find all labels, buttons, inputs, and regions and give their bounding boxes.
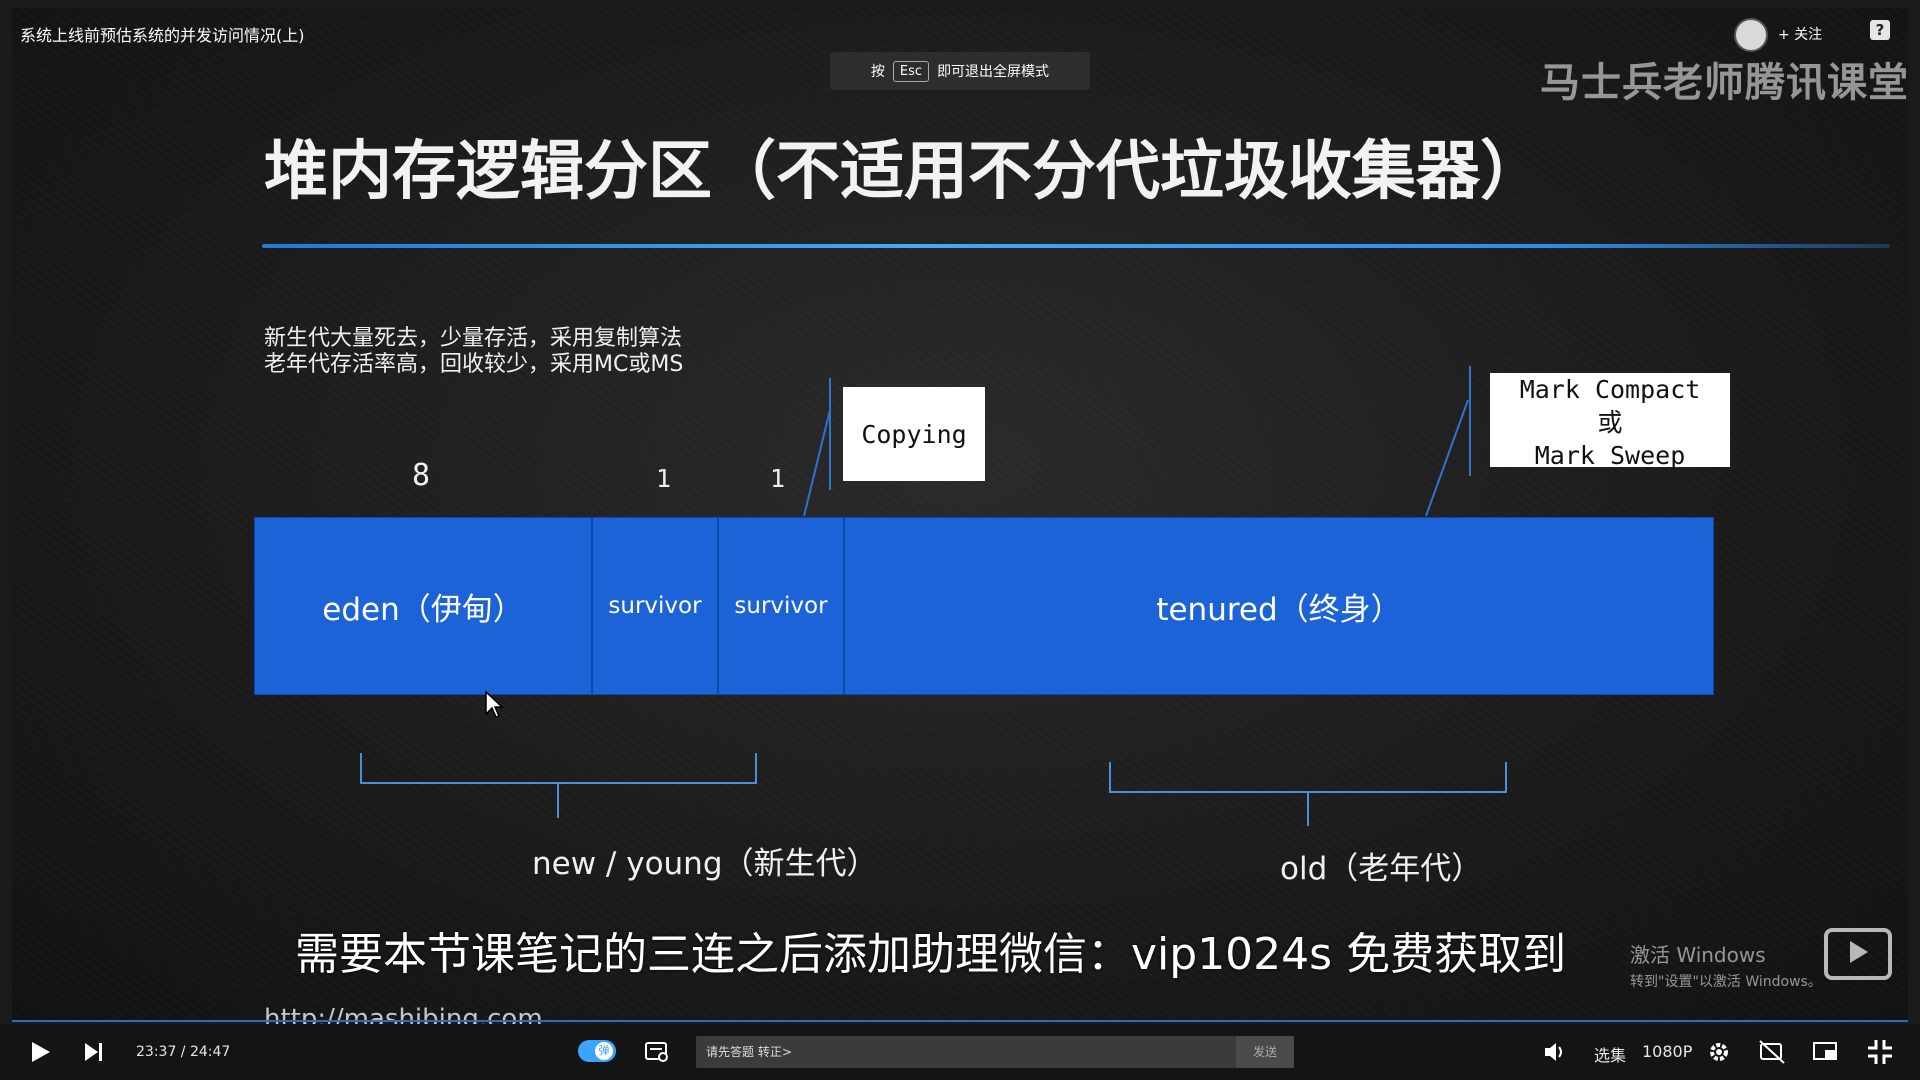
eden-label: eden（伊甸）	[322, 591, 524, 628]
title-underline	[262, 244, 1890, 248]
eden-region: eden（伊甸）	[254, 517, 592, 695]
episodes-button[interactable]: 选集	[1594, 1046, 1627, 1065]
note-old: 老年代存活率高，回收较少，采用MC或MS	[264, 352, 684, 377]
windows-activation-notice: 激活 Windows 转到"设置"以激活 Windows。	[1630, 943, 1822, 994]
mark-callout: Mark Compact 或 Mark Sweep	[1490, 373, 1730, 470]
subtitle-caption: 需要本节课笔记的三连之后添加助理微信：vip1024s 免费获取到	[295, 929, 1567, 980]
note-young: 新生代大量死去，少量存活，采用复制算法	[264, 326, 683, 351]
quality-button[interactable]: 1080P	[1642, 1042, 1693, 1061]
young-generation-label: new / young（新生代）	[532, 846, 878, 882]
avatar[interactable]	[1734, 18, 1768, 52]
settings-gear-icon[interactable]	[1706, 1039, 1732, 1065]
mark-compact-label: Mark Compact	[1519, 375, 1701, 404]
mark-sweep-label: Mark Sweep	[1534, 441, 1686, 470]
survivor-label-2: survivor	[734, 593, 828, 619]
next-icon[interactable]	[82, 1040, 106, 1064]
survivor-region-2: survivor	[718, 517, 844, 695]
esc-tip-prefix: 按	[870, 64, 885, 80]
volume-icon[interactable]	[1542, 1040, 1568, 1064]
young-brace	[360, 753, 757, 818]
player-controls: 23:37 / 24:47 请先答题 转正> 发送 选集 1080P	[0, 1024, 1920, 1080]
danmaku-input[interactable]: 请先答题 转正>	[696, 1036, 1236, 1068]
progress-bar[interactable]	[12, 1020, 1908, 1022]
survivor-region-1: survivor	[592, 517, 718, 695]
mouse-cursor-icon	[485, 690, 504, 718]
fullscreen-exit-icon[interactable]	[1866, 1038, 1894, 1066]
tv-logo-icon	[1824, 928, 1892, 980]
playback-time: 23:37 / 24:47	[136, 1044, 231, 1060]
ratio-eden: 8	[412, 458, 431, 493]
activate-hint: 转到"设置"以激活 Windows。	[1630, 974, 1822, 990]
esc-key: Esc	[892, 60, 930, 82]
old-brace	[1109, 762, 1507, 826]
video-title: 系统上线前预估系统的并发访问情况(上)	[20, 26, 305, 45]
copying-label: Copying	[861, 419, 967, 449]
brand-watermark: 马士兵老师腾讯课堂	[1540, 60, 1909, 106]
video-stage[interactable]	[12, 8, 1908, 1020]
survivor-label-1: survivor	[608, 593, 702, 619]
play-icon[interactable]	[28, 1040, 52, 1064]
slide-title: 堆内存逻辑分区（不适用不分代垃圾收集器）	[264, 135, 1544, 209]
send-button[interactable]: 发送	[1236, 1036, 1294, 1068]
help-icon[interactable]: ?	[1870, 20, 1890, 40]
old-generation-label: old（老年代）	[1280, 851, 1483, 887]
copying-connector	[803, 409, 831, 517]
activate-title: 激活 Windows	[1630, 943, 1766, 967]
danmaku-off-icon[interactable]	[1758, 1039, 1786, 1065]
ratio-survivor-2: 1	[770, 464, 786, 493]
exit-fullscreen-tip: 按 Esc 即可退出全屏模式	[830, 52, 1090, 90]
copying-callout: Copying	[843, 387, 985, 481]
or-label: 或	[1597, 408, 1623, 437]
follow-button[interactable]: + 关注	[1778, 27, 1823, 43]
danmaku-toggle[interactable]	[578, 1040, 616, 1062]
danmaku-settings-icon[interactable]	[644, 1040, 670, 1064]
tenured-region: tenured（终身）	[844, 517, 1714, 695]
esc-tip-suffix: 即可退出全屏模式	[937, 64, 1050, 80]
tenured-label: tenured（终身）	[1156, 591, 1402, 628]
picture-in-picture-icon[interactable]	[1812, 1039, 1840, 1065]
mark-connector	[1425, 399, 1469, 517]
ratio-survivor-1: 1	[656, 464, 672, 493]
